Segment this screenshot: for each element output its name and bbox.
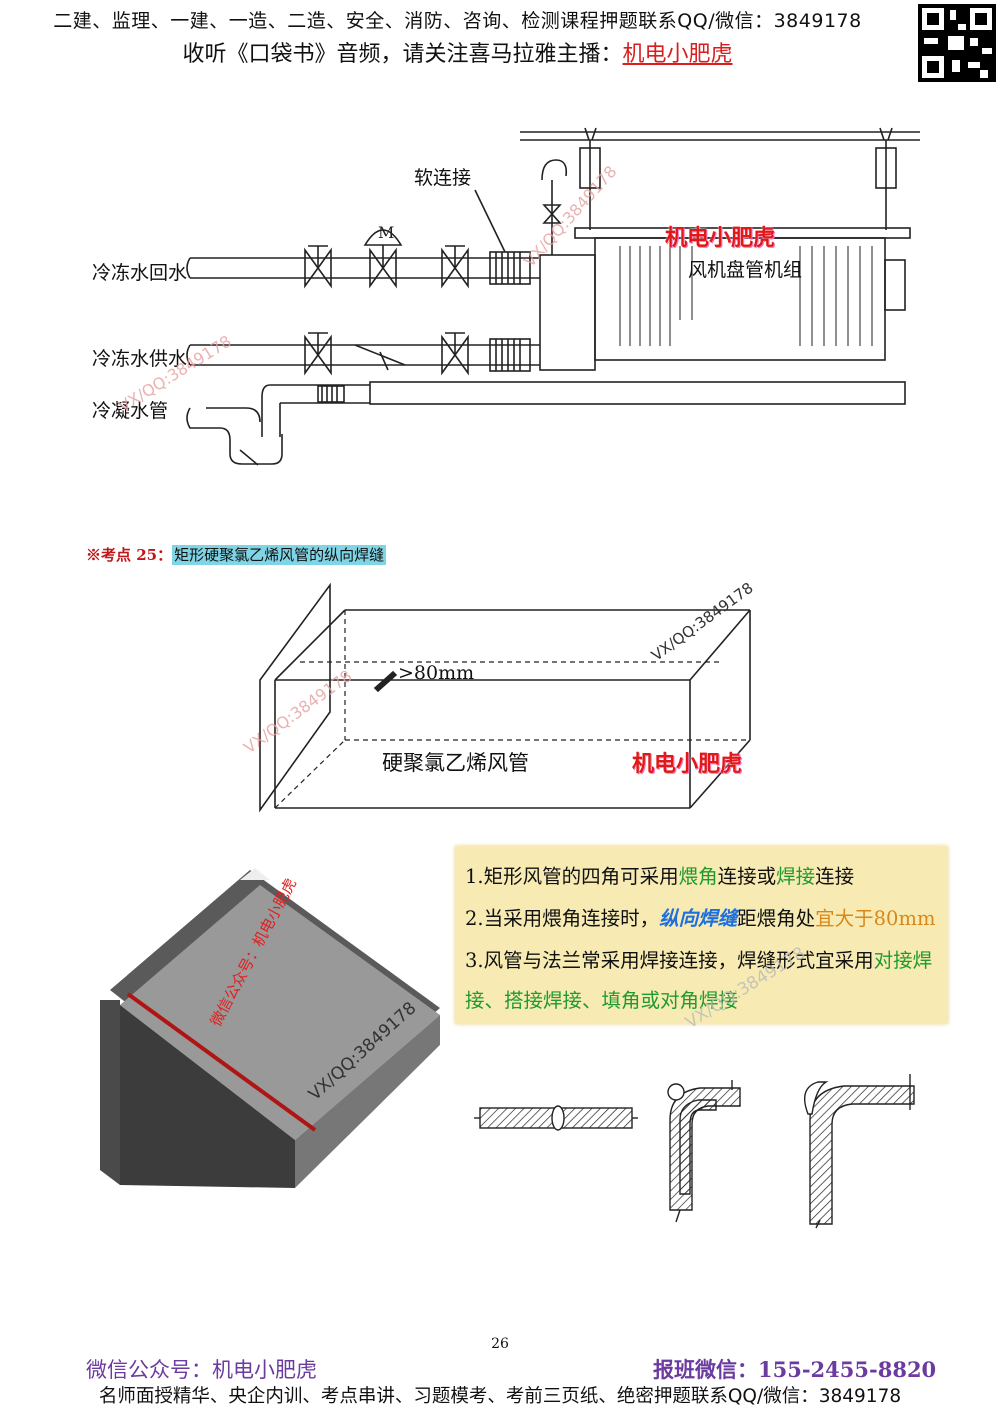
brand-watermark: 机电小肥虎	[632, 752, 743, 777]
pvc-duct-diagram	[259, 582, 751, 813]
footer-contact-line: 名师面授精华、央企内训、考点串讲、习题模考、考前三页纸、绝密押题联系QQ/微信：…	[98, 1386, 902, 1407]
note-2: 2.当采用煨角连接时，纵向焊缝距煨角处宜大于80mm	[465, 902, 935, 931]
note-1-highlight: 焊接	[776, 865, 816, 888]
note-3-text: 3.风管与法兰常采用焊接连接，焊缝形式宜采用	[465, 949, 874, 972]
weld-joint-diagrams	[474, 1074, 915, 1229]
note-1-highlight: 煨角	[678, 865, 718, 888]
note-1: 1.矩形风管的四角可采用煨角连接或焊接连接	[465, 860, 854, 889]
duct-label: 硬聚氯乙烯风管	[382, 751, 529, 775]
note-1-text: 连接	[815, 865, 855, 888]
section-heading: ※考点 25：矩形硬聚氯乙烯风管的纵向焊缝	[86, 544, 387, 565]
dimension-label: >80mm	[398, 662, 475, 684]
soft-connection-label: 软连接	[414, 167, 472, 189]
note-2-highlight: 宜大于80mm	[815, 907, 936, 930]
note-2-highlight: 纵向焊缝	[659, 907, 738, 930]
qr-code-icon	[918, 4, 996, 82]
note-3-continued: 接、搭接焊接、填角或对角焊接	[465, 989, 739, 1012]
header-audio-prefix: 收听《口袋书》音频，请关注喜马拉雅主播：	[182, 42, 623, 67]
footer-wechat-account: 微信公众号：机电小肥虎	[86, 1358, 317, 1382]
note-1-text: 连接或	[717, 865, 777, 888]
note-2-text: 2.当采用煨角连接时，	[465, 907, 660, 930]
notes-panel: 1.矩形风管的四角可采用煨角连接或焊接连接 2.当采用煨角连接时，纵向焊缝距煨角…	[455, 846, 948, 1024]
footer-signup: 报班微信：155-2455-8820	[653, 1357, 937, 1382]
return-water-label: 冷冻水回水	[92, 262, 188, 284]
fan-coil-unit-label: 风机盘管机组	[688, 259, 803, 281]
supply-water-label: 冷冻水供水	[92, 348, 188, 370]
motor-symbol: M	[378, 223, 394, 242]
header-audio-line: 收听《口袋书》音频，请关注喜马拉雅主播：机电小肥虎	[0, 36, 915, 68]
duct-3d-render	[100, 868, 440, 1188]
fan-coil-diagram: M	[186, 127, 920, 466]
header-contact-line: 二建、监理、一建、一造、二造、安全、消防、咨询、检测课程押题联系QQ/微信：38…	[53, 10, 862, 32]
note-1-text: 1.矩形风管的四角可采用	[465, 865, 679, 888]
note-3: 3.风管与法兰常采用焊接连接，焊缝形式宜采用对接焊	[465, 944, 932, 973]
note-3-highlight: 对接焊	[873, 949, 933, 972]
section-title: 矩形硬聚氯乙烯风管的纵向焊缝	[172, 545, 387, 565]
condensate-label: 冷凝水管	[92, 400, 169, 422]
section-prefix: ※考点 25：	[86, 546, 173, 564]
note-2-text: 距煨角处	[737, 907, 816, 930]
page-number: 26	[491, 1336, 509, 1352]
header-host-link[interactable]: 机电小肥虎	[622, 42, 733, 67]
brand-watermark: 机电小肥虎	[665, 226, 776, 251]
